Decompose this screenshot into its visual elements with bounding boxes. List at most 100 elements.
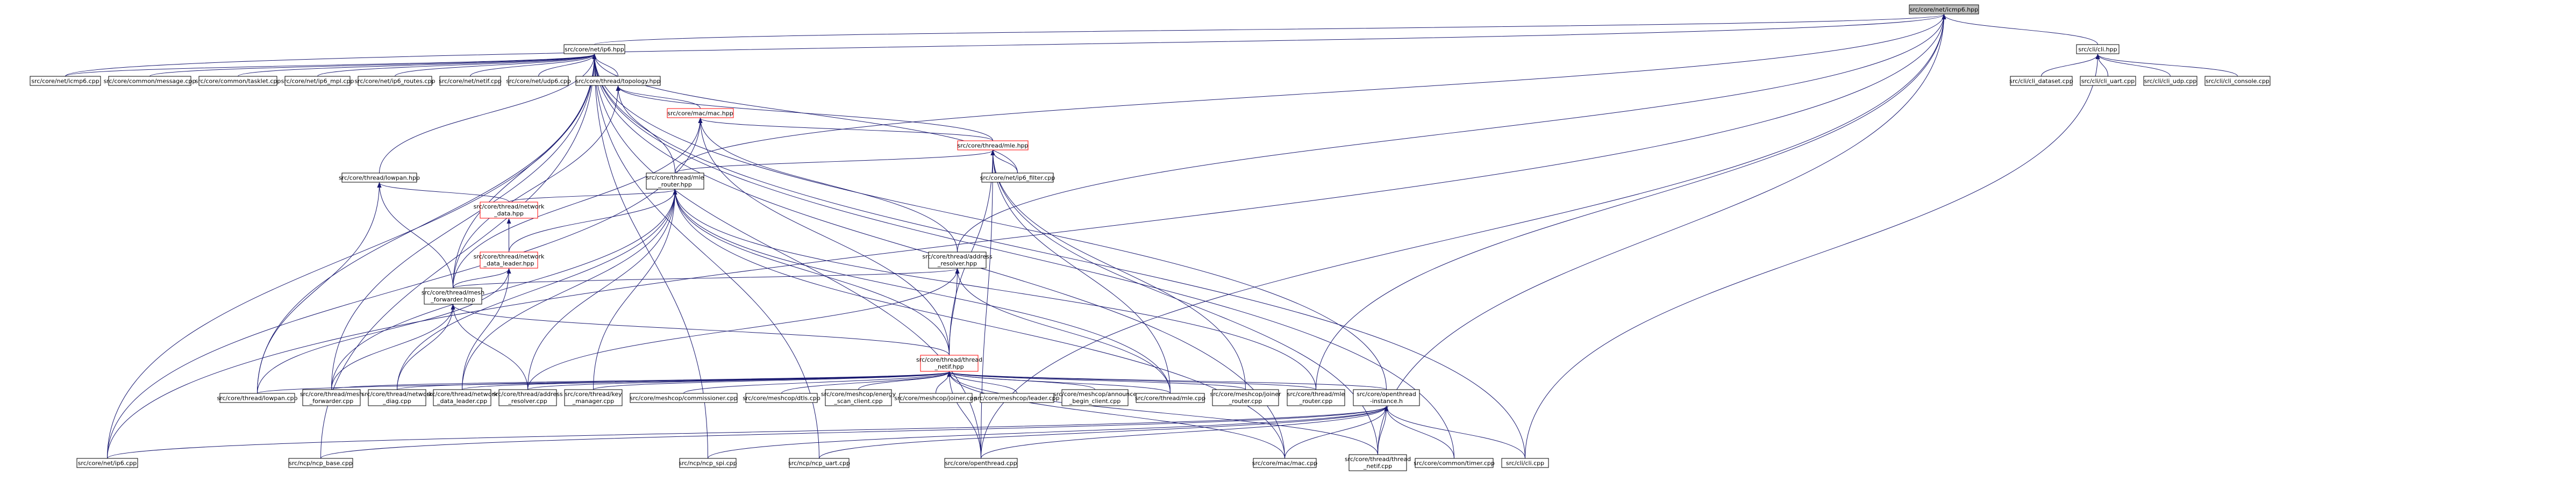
dependency-edge	[819, 406, 1389, 459]
graph-node[interactable]: src/core/thread/network_data.hpp	[474, 202, 545, 219]
node-label: src/core/thread/address	[493, 391, 563, 398]
graph-node[interactable]: src/core/thread/mle.hpp	[957, 140, 1029, 150]
dependency-edge	[949, 268, 960, 356]
graph-node[interactable]: src/core/thread/lowpan.cpp	[217, 393, 298, 403]
dependency-edge	[1316, 14, 1946, 390]
dependency-edge	[593, 189, 677, 390]
graph-node[interactable]: src/cli/cli_udp.cpp	[2143, 76, 2197, 86]
graph-node[interactable]: src/core/net/udp6.cpp	[506, 76, 571, 86]
graph-node[interactable]: src/core/common/message.cpp	[104, 76, 196, 86]
node-label: src/core/net/netif.cpp	[439, 78, 502, 85]
dependency-edge	[947, 371, 1017, 394]
node-label: _router.cpp	[1299, 398, 1333, 405]
graph-node[interactable]: src/core/thread/key_manager.cpp	[564, 389, 623, 406]
dependency-edge	[673, 189, 1171, 394]
node-box	[368, 389, 426, 406]
graph-node[interactable]: src/core/thread/network_diag.cpp	[362, 389, 433, 406]
graph-node[interactable]: src/core/net/icmp6.cpp	[30, 76, 101, 86]
graph-node[interactable]: src/core/net/ip6.cpp	[76, 458, 138, 468]
node-label: src/core/openthread.cpp	[945, 460, 1017, 467]
dependency-edge	[592, 54, 708, 459]
dependency-edge	[947, 371, 1246, 390]
graph-node[interactable]: src/core/common/tasklet.cpp	[195, 76, 281, 86]
dependency-edge	[990, 150, 1018, 174]
graph-node[interactable]: src/core/meshcop/announce_begin_client.c…	[1053, 389, 1137, 406]
node-box	[899, 393, 973, 403]
graph-node[interactable]: src/core/thread/network_data_leader.hpp	[474, 252, 545, 269]
graph-node[interactable]: src/cli/cli_console.cpp	[2204, 76, 2271, 86]
node-label: src/cli/cli_console.cpp	[2206, 78, 2270, 85]
graph-node[interactable]: src/core/mac/mac.cpp	[1252, 458, 1318, 468]
graph-node[interactable]: src/core/thread/mesh_forwarder.cpp	[300, 389, 363, 406]
graph-node[interactable]: src/core/mac/mac.hpp	[667, 108, 734, 118]
dependency-edge	[257, 268, 511, 394]
dependency-edge	[675, 150, 995, 174]
graph-node[interactable]: src/core/meshcop/joiner_router.cpp	[1210, 389, 1281, 406]
graph-node[interactable]: src/cli/cli_uart.cpp	[2080, 76, 2136, 86]
node-box	[1909, 4, 1979, 15]
graph-node[interactable]: src/core/net/ip6_filter.cpp	[980, 173, 1055, 183]
graph-node[interactable]: src/cli/cli.cpp	[1501, 458, 1549, 468]
graph-node[interactable]: src/core/net/ip6_routes.cpp	[355, 76, 436, 86]
node-box	[957, 140, 1029, 150]
node-label: src/core/meshcop/joiner	[1210, 391, 1281, 398]
graph-node[interactable]: src/ncp/ncp_uart.cpp	[788, 458, 850, 468]
dependency-edge	[592, 54, 1018, 174]
graph-node[interactable]: src/core/thread/mle_router.cpp	[1287, 389, 1345, 406]
dependency-edge	[675, 14, 1946, 174]
graph-node[interactable]: src/core/thread/mesh_forwarder.hpp	[422, 288, 484, 305]
node-box	[825, 389, 892, 406]
dependency-edge	[708, 406, 1389, 459]
graph-node[interactable]: src/core/meshcop/commissioner.cpp	[630, 393, 738, 403]
node-label: -instance.h	[1370, 398, 1403, 405]
node-label: src/core/thread/mesh	[300, 391, 363, 398]
graph-node[interactable]: src/core/net/ip6_mpl.cpp	[281, 76, 354, 86]
graph-node[interactable]: src/core/meshcop/dtls.cpp	[743, 393, 820, 403]
graph-node[interactable]: src/cli/cli.hpp	[2076, 44, 2120, 54]
node-label: src/core/meshcop/announce	[1053, 391, 1137, 398]
graph-node[interactable]: src/core/thread/address_resolver.hpp	[922, 252, 993, 269]
dependency-edge	[2095, 54, 2238, 77]
graph-node[interactable]: src/core/thread/mle_router.hpp	[646, 173, 704, 190]
dependency-edge	[395, 54, 597, 77]
dependency-edge	[317, 54, 597, 77]
graph-node[interactable]: src/core/openthread.cpp	[944, 458, 1018, 468]
graph-node[interactable]: src/core/meshcop/leader.cpp	[974, 393, 1060, 403]
graph-node[interactable]: src/core/thread/lowpan.hpp	[339, 173, 420, 183]
node-label: src/core/thread/mle.hpp	[957, 142, 1028, 149]
node-label: src/core/thread/mle	[646, 174, 704, 181]
graph-node[interactable]: src/core/meshcop/energy_scan_client.cpp	[821, 389, 896, 406]
dependency-edge	[1378, 406, 1389, 455]
graph-node[interactable]: src/core/common/timer.cpp	[1414, 458, 1495, 468]
node-box	[302, 389, 361, 406]
graph-node[interactable]: src/ncp/ncp_spi.cpp	[679, 458, 737, 468]
graph-node[interactable]: src/core/net/ip6.hpp	[563, 44, 625, 54]
dependency-edge	[462, 371, 951, 390]
graph-node[interactable]: src/core/openthread-instance.h	[1353, 389, 1420, 406]
node-label: src/core/net/ip6.hpp	[565, 46, 624, 53]
graph-node[interactable]: src/core/thread/thread_netif.hpp	[916, 355, 982, 372]
graph-node[interactable]: src/ncp/ncp_base.cpp	[288, 458, 353, 468]
graph-node[interactable]: src/core/meshcop/joiner.cpp	[894, 393, 977, 403]
node-label: src/ncp/ncp_spi.cpp	[679, 460, 737, 467]
node-label: src/core/net/icmp6.hpp	[1910, 6, 1978, 13]
dependency-edge	[2095, 54, 2171, 77]
node-box	[30, 76, 101, 86]
dependency-edge	[331, 189, 677, 390]
dependency-edge	[107, 118, 703, 459]
graph-root-node[interactable]: src/core/net/icmp6.hpp	[1909, 4, 1979, 15]
dependency-edge	[1384, 406, 1525, 459]
graph-node[interactable]: src/core/thread/thread_netif.cpp	[1345, 454, 1411, 471]
dependency-edge	[616, 85, 675, 174]
dependency-edge	[257, 182, 382, 394]
node-label: _diag.cpp	[382, 398, 411, 405]
graph-node[interactable]: src/core/thread/network_data_leader.cpp	[427, 389, 498, 406]
node-box	[1415, 458, 1494, 468]
graph-node[interactable]: src/core/thread/address_resolver.cpp	[493, 389, 563, 406]
graph-node[interactable]: src/core/thread/topology.hpp	[575, 76, 661, 86]
node-label: src/core/mac/mac.hpp	[667, 110, 733, 117]
graph-node[interactable]: src/core/net/netif.cpp	[439, 76, 502, 86]
graph-node[interactable]: src/core/thread/mle.cpp	[1135, 393, 1205, 403]
node-box	[564, 389, 623, 406]
graph-node[interactable]: src/cli/cli_dataset.cpp	[2009, 76, 2073, 86]
